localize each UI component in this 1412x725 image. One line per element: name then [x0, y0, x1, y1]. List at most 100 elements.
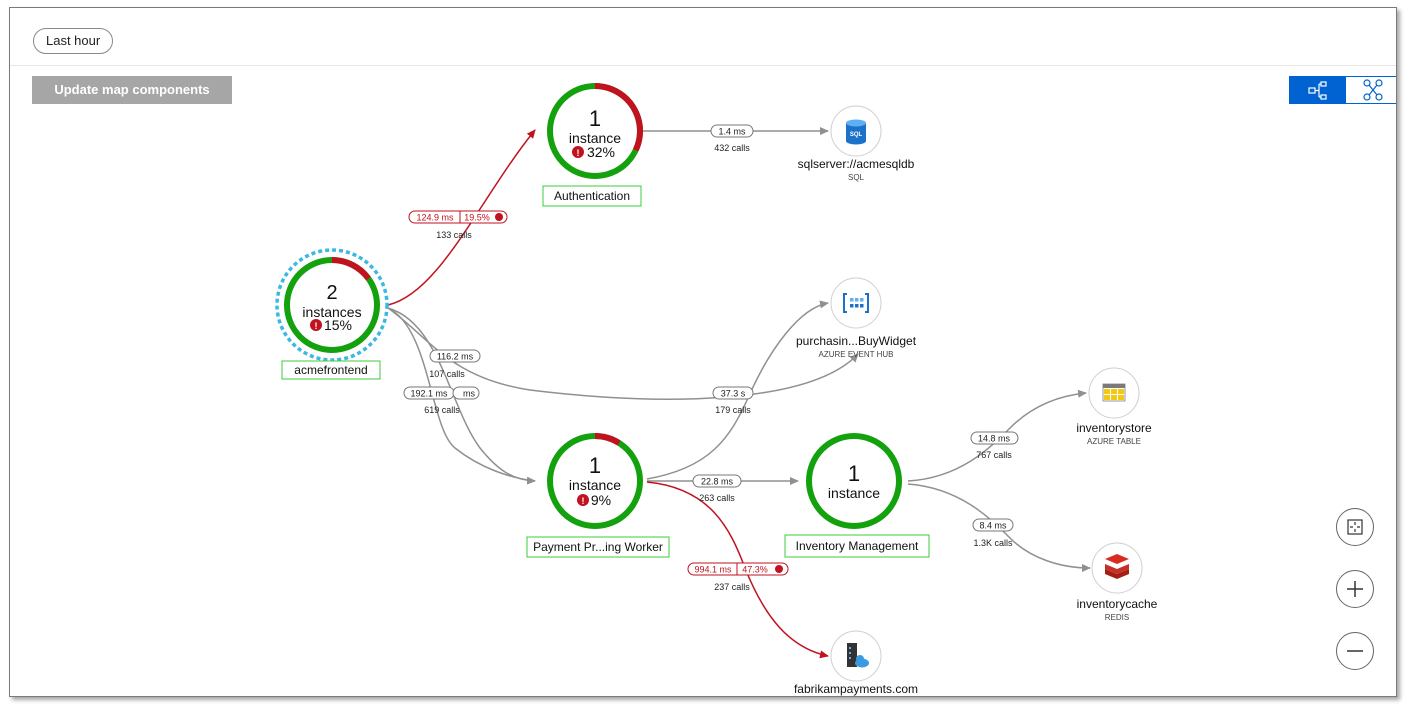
node-inventory-management[interactable]: 1 instance Inventory Management [784, 433, 930, 558]
dependency-type: AZURE EVENT HUB [819, 350, 894, 359]
edge-calls: 432 calls [714, 143, 750, 153]
failure-rate: 9% [591, 492, 611, 508]
edge-label-frontend-eventhub: 116.2 ms 107 calls [429, 349, 481, 379]
edge-duration: 192.1 ms [410, 389, 448, 399]
edge-label-auth-sql: 1.4 ms 432 calls [710, 124, 754, 153]
instance-count: 2 [326, 282, 337, 304]
error-icon [577, 494, 589, 506]
svg-text:SQL: SQL [850, 132, 863, 138]
azure-table-icon [1102, 383, 1126, 402]
view-toggle [1289, 76, 1396, 104]
dependency-name: purchasin...BuyWidget [796, 334, 917, 348]
svg-text:!: ! [582, 496, 585, 506]
edge-calls: 107 calls [429, 369, 465, 379]
zoom-out-button[interactable] [1336, 632, 1374, 670]
edge-frontend-to-authentication[interactable] [387, 129, 536, 306]
dependency-sql[interactable]: SQL sqlserver://acmesqldb SQL [798, 105, 915, 182]
failure-arc [284, 257, 380, 353]
zoom-in-icon [1347, 581, 1363, 597]
edge-calls: 1.3K calls [973, 538, 1013, 548]
edge-failure-rate: 47.3% [742, 565, 768, 575]
edge-label-frontend-auth: 124.9 ms 19.5% 133 calls [408, 210, 508, 240]
edge-frontend-to-payment-b[interactable] [387, 307, 536, 482]
failure-rate: 15% [324, 317, 352, 333]
svg-text:!: ! [315, 321, 318, 331]
dependency-map: 124.9 ms 19.5% 133 calls 1.4 ms 432 call… [275, 83, 1158, 696]
update-map-components-button[interactable]: Update map components [32, 76, 232, 104]
dependency-fabrikampayments[interactable]: fabrikampayments.com [794, 630, 918, 696]
health-ring [806, 433, 902, 529]
dependency-type: AZURE TABLE [1087, 437, 1141, 446]
dependency-eventhub[interactable]: purchasin...BuyWidget AZURE EVENT HUB [796, 277, 917, 359]
edge-inventory-to-redis[interactable] [907, 483, 1091, 572]
edge-duration: 116.2 ms [437, 352, 474, 362]
time-range-button[interactable]: Last hour [33, 28, 114, 54]
hierarchical-view-button[interactable] [1289, 76, 1345, 104]
fit-to-screen-button[interactable] [1336, 508, 1374, 546]
edge-duration: 14.8 ms [978, 434, 1011, 444]
event-hub-icon [843, 293, 869, 313]
application-map-frame: Last hour Update map components [9, 7, 1397, 697]
edge-label-inventory-redis: 8.4 ms 1.3K calls [972, 518, 1014, 548]
edge-label-inventory-table: 14.8 ms 767 calls [970, 431, 1019, 460]
dependency-name: inventorycache [1077, 597, 1158, 611]
dependency-inventorystore[interactable]: inventorystore AZURE TABLE [1076, 367, 1152, 446]
node-authentication[interactable]: 1 instance ! 32% Authentication [542, 83, 643, 207]
dependency-type: REDIS [1105, 613, 1129, 622]
node-acmefrontend[interactable]: 2 instances ! 15% acmefrontend [275, 248, 389, 380]
dependency-type: SQL [848, 173, 865, 182]
edge-label-payment-inventory: 22.8 ms 263 calls [692, 474, 742, 503]
zoom-out-icon [1347, 650, 1363, 652]
network-view-button[interactable] [1345, 76, 1396, 104]
dependency-name: fabrikampayments.com [794, 682, 918, 696]
edge-calls: 263 calls [699, 493, 735, 503]
instance-count: 1 [589, 106, 601, 131]
node-payment-processing-worker[interactable]: 1 instance ! 9% Payment Pr...ing Worker [526, 433, 670, 558]
instance-unit: instances [302, 304, 361, 320]
node-label: Authentication [554, 189, 630, 203]
edge-duration-second: ms [463, 389, 475, 399]
error-icon [495, 213, 503, 221]
edge-calls: 179 calls [715, 405, 751, 415]
instance-count: 1 [848, 461, 860, 486]
edge-failure-rate: 19.5% [464, 213, 490, 223]
failure-arc [547, 433, 643, 529]
error-icon [775, 565, 783, 573]
network-icon [1363, 79, 1383, 101]
dependency-inventorycache[interactable]: inventorycache REDIS [1077, 542, 1158, 622]
svg-text:!: ! [577, 148, 580, 158]
error-icon [310, 319, 322, 331]
instance-count: 1 [589, 453, 601, 478]
web-service-icon [847, 643, 869, 668]
edge-duration: 22.8 ms [701, 477, 734, 487]
hierarchy-icon [1308, 81, 1327, 100]
selection-ring [275, 248, 389, 362]
fit-to-screen-icon [1347, 519, 1363, 535]
dependency-name: inventorystore [1076, 421, 1152, 435]
instance-unit: instance [569, 130, 621, 146]
instance-unit: instance [569, 477, 621, 493]
edge-calls: 133 calls [436, 230, 472, 240]
edge-duration: 124.9 ms [416, 213, 454, 223]
edge-duration: 37.3 s [721, 389, 746, 399]
edge-label-frontend-payment: 192.1 ms ms 619 calls [403, 386, 480, 415]
edge-duration: 1.4 ms [718, 127, 746, 137]
node-label: Inventory Management [796, 539, 919, 553]
edge-calls: 619 calls [424, 405, 460, 415]
edge-label-payment-eventhub: 37.3 s 179 calls [712, 386, 754, 415]
node-label: acmefrontend [294, 363, 367, 377]
edge-duration: 994.1 ms [694, 565, 732, 575]
redis-icon [1105, 554, 1129, 579]
error-icon [572, 146, 584, 158]
zoom-in-button[interactable] [1336, 570, 1374, 608]
edge-label-payment-fabrikam: 994.1 ms 47.3% 237 calls [687, 562, 789, 592]
edge-duration: 8.4 ms [979, 521, 1007, 531]
edge-inventory-to-table[interactable] [907, 389, 1087, 482]
dependency-name: sqlserver://acmesqldb [798, 157, 915, 171]
sql-database-icon: SQL [846, 119, 866, 145]
toolbar: Last hour [10, 8, 1396, 66]
failure-arc [547, 83, 643, 179]
failure-rate: 32% [587, 144, 615, 160]
edge-calls: 237 calls [714, 582, 750, 592]
node-label: Payment Pr...ing Worker [533, 540, 663, 554]
